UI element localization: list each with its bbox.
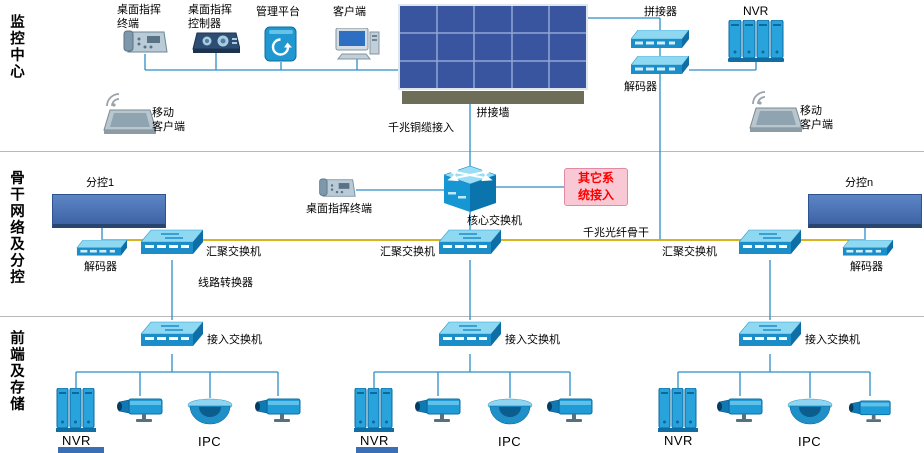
dome-camera-icon bbox=[486, 398, 534, 428]
management-server-icon bbox=[264, 26, 298, 62]
box-camera-icon bbox=[848, 398, 892, 424]
access-switch-left-label: 接入交换机 bbox=[207, 334, 262, 346]
decoder-top-icon bbox=[630, 55, 690, 78]
dome-camera-icon bbox=[186, 398, 234, 428]
desktop-command-terminal-label: 桌面指挥 终端 bbox=[117, 4, 161, 31]
line-converter-label: 线路转换器 bbox=[198, 277, 253, 289]
box-camera-icon bbox=[716, 396, 764, 424]
desk-phone-icon bbox=[122, 28, 168, 56]
wifi-signal-icon bbox=[750, 88, 776, 108]
ipc-left-label: IPC bbox=[198, 434, 222, 449]
video-wall-base bbox=[402, 91, 584, 104]
ipc-right-label: IPC bbox=[798, 434, 822, 449]
access-switch-right-label: 接入交换机 bbox=[805, 334, 860, 346]
aggregation-switch-middle-icon bbox=[438, 228, 502, 262]
cropped-element bbox=[58, 447, 104, 453]
client-computer-icon bbox=[332, 27, 382, 60]
wifi-signal-icon bbox=[104, 90, 130, 110]
zone-divider bbox=[0, 151, 924, 152]
decoder-right-label: 解码器 bbox=[850, 261, 883, 273]
ipc-middle-label: IPC bbox=[498, 434, 522, 449]
decoder-right-icon bbox=[842, 239, 894, 259]
nvr-middle-label: NVR bbox=[360, 433, 389, 448]
subcontrol-screen-right bbox=[808, 194, 922, 228]
access-switch-middle-icon bbox=[438, 320, 502, 354]
mobile-client-right-label: 移动 客户端 bbox=[800, 105, 833, 132]
other-system-access-label: 其它系 统接入 bbox=[577, 170, 614, 202]
client-terminal-label: 客户端 bbox=[333, 6, 366, 18]
aggregation-switch-middle-label: 汇聚交换机 bbox=[380, 246, 435, 258]
zone-label-frontend-storage: 前端及存储 bbox=[8, 330, 24, 413]
splicer-label: 拼接器 bbox=[644, 6, 677, 18]
command-controller-icon bbox=[192, 32, 241, 54]
subcontrol-n-label: 分控n bbox=[845, 177, 874, 189]
box-camera-icon bbox=[546, 396, 594, 424]
aggregation-switch-right-icon bbox=[738, 228, 802, 262]
network-lines bbox=[75, 17, 871, 398]
splicer-icon bbox=[630, 29, 690, 52]
core-switch-icon bbox=[443, 165, 497, 212]
box-camera-icon bbox=[116, 396, 164, 424]
box-camera-icon bbox=[254, 396, 302, 424]
zone-label-monitoring-center: 监控中心 bbox=[8, 14, 24, 80]
decoder-top-label: 解码器 bbox=[624, 81, 657, 93]
management-platform-label: 管理平台 bbox=[256, 6, 300, 18]
access-switch-right-icon bbox=[738, 320, 802, 354]
nvr-middle-icon bbox=[354, 387, 394, 432]
access-switch-left-icon bbox=[140, 320, 204, 354]
dome-camera-icon bbox=[786, 398, 834, 428]
zone-label-backbone-network: 骨干网络及分控 bbox=[8, 170, 24, 286]
desktop-command-terminal-mid-label: 桌面指挥终端 bbox=[306, 203, 372, 215]
mobile-client-left-label: 移动 客户端 bbox=[152, 107, 185, 134]
decoder-left-icon bbox=[76, 239, 128, 259]
nvr-right-icon bbox=[658, 387, 698, 432]
nvr-left-label: NVR bbox=[62, 433, 91, 448]
other-system-access-box: 其它系 统接入 bbox=[564, 168, 628, 206]
nvr-left-icon bbox=[56, 387, 96, 432]
aggregation-switch-left-label: 汇聚交换机 bbox=[206, 246, 261, 258]
fiber-backbone-label: 千兆光纤骨干 bbox=[583, 227, 649, 239]
desk-phone-mid-icon bbox=[318, 176, 356, 200]
core-switch-label: 核心交换机 bbox=[467, 215, 522, 227]
nvr-right-label: NVR bbox=[664, 433, 693, 448]
cropped-element bbox=[356, 447, 398, 453]
mobile-client-right-icon bbox=[744, 106, 803, 136]
desktop-command-controller-label: 桌面指挥 控制器 bbox=[188, 4, 232, 31]
subcontrol-screen-left bbox=[52, 194, 166, 228]
aggregation-switch-left-icon bbox=[140, 228, 204, 262]
access-switch-middle-label: 接入交换机 bbox=[505, 334, 560, 346]
subcontrol-1-label: 分控1 bbox=[86, 177, 115, 189]
nvr-top-label: NVR bbox=[743, 4, 769, 18]
aggregation-switch-right-label: 汇聚交换机 bbox=[662, 246, 717, 258]
box-camera-icon bbox=[414, 396, 462, 424]
video-wall-icon bbox=[398, 4, 588, 91]
copper-access-link-label: 千兆铜缆接入 bbox=[388, 122, 454, 134]
zone-divider bbox=[0, 316, 924, 317]
video-wall-label: 拼接墙 bbox=[476, 107, 510, 119]
decoder-left-label: 解码器 bbox=[84, 261, 117, 273]
mobile-client-left-icon bbox=[98, 108, 157, 138]
nvr-top-icon bbox=[728, 19, 784, 62]
